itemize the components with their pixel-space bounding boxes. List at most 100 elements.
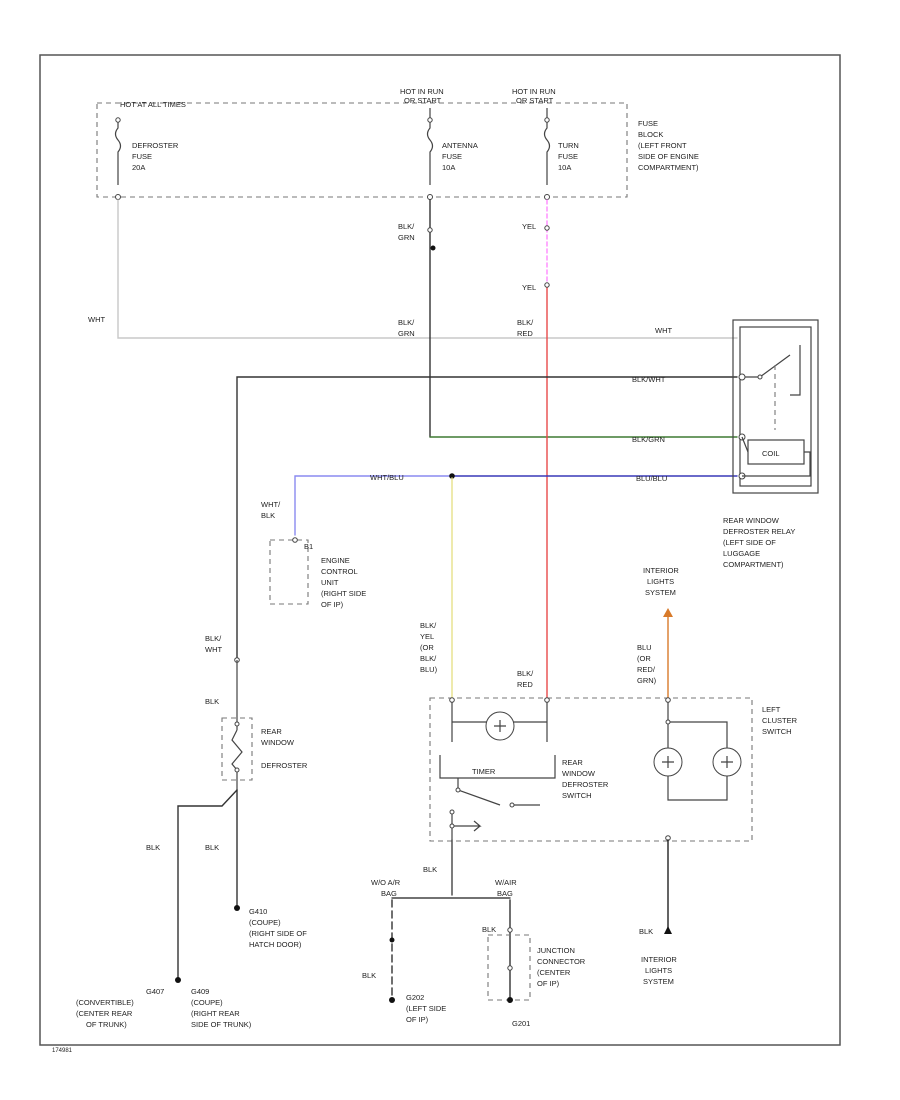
fuse-block-label-1: FUSE (638, 119, 658, 128)
fuse3-label-2: FUSE (558, 152, 578, 161)
g407-label-3: (CENTER REAR (76, 1009, 133, 1018)
sw-wire-label-3: (OR (420, 643, 434, 652)
without-ac-label-2: BAG (381, 889, 397, 898)
wire-label-blk-d: BLK (423, 865, 437, 874)
ils-top-label-2: LIGHTS (647, 577, 674, 586)
jc-label-1: JUNCTION (537, 946, 575, 955)
cluster-switch-outline (429, 697, 753, 842)
with-ac-label-2: BAG (497, 889, 513, 898)
g410-label-2: (COUPE) (249, 918, 281, 927)
ils-wire-label-2: (OR (637, 654, 651, 663)
wire-label-blk-f: BLK (639, 927, 653, 936)
jc-label-3: (CENTER (537, 968, 571, 977)
fuse-header-run-2: HOT IN RUN (512, 87, 556, 96)
with-ac-label-1: W/AIR (495, 878, 517, 887)
g407-label-4: OF TRUNK) (86, 1020, 127, 1029)
diagram-frame (39, 54, 841, 1046)
ils-bot-label-1: INTERIOR (641, 955, 677, 964)
fuse-header-always: HOT AT ALL TIMES (120, 100, 186, 109)
ils-arrow (663, 608, 673, 617)
g202-label-1: G202 (406, 993, 424, 1002)
defog-label-2: WINDOW (261, 738, 295, 747)
wire-label-wht-b: WHT (655, 326, 672, 335)
g201-label: G201 (512, 1019, 530, 1028)
wire-label-whtblk-2: BLK (261, 511, 275, 520)
wire-label-blkgrn-b1: BLK/ (398, 318, 415, 327)
wire-label-whtblu: WHT/BLU (370, 473, 404, 482)
ecu-label-4: (RIGHT SIDE (321, 589, 366, 598)
wire-label-blkred-a1: BLK/ (517, 318, 534, 327)
g409-label-4: SIDE OF TRUNK) (191, 1020, 252, 1029)
ils-bottom-arrow (664, 926, 672, 934)
rwds-label-1: REAR (562, 758, 583, 767)
cluster-label-2: CLUSTER (762, 716, 798, 725)
fuse2-label-2: FUSE (442, 152, 462, 161)
g410-label-3: (RIGHT SIDE OF (249, 929, 307, 938)
without-ac-label-1: W/O A/R (371, 878, 401, 887)
fuse-header-run-1: HOT IN RUN (400, 87, 444, 96)
g410-label-4: HATCH DOOR) (249, 940, 302, 949)
wire-label-blkred-b2: RED (517, 680, 533, 689)
rwds-label-3: DEFROSTER (562, 780, 609, 789)
fuse-block-label-4: SIDE OF ENGINE (638, 152, 699, 161)
cluster-label-1: LEFT (762, 705, 781, 714)
g410-label-1: G410 (249, 907, 267, 916)
g409-label-2: (COUPE) (191, 998, 223, 1007)
jc-label-2: CONNECTOR (537, 957, 586, 966)
wire-light-blue-ecu (294, 475, 453, 536)
rwds-label-2: WINDOW (562, 769, 596, 778)
jc-label-4: OF IP) (537, 979, 560, 988)
g409-label-1: G409 (191, 987, 209, 996)
sw-wire-label-2: YEL (420, 632, 434, 641)
ecu-label-5: OF IP) (321, 600, 344, 609)
defog-label-1: REAR (261, 727, 282, 736)
g409-label-3: (RIGHT REAR (191, 1009, 240, 1018)
sw-wire-label-5: BLU) (420, 665, 438, 674)
ils-top-label-3: SYSTEM (645, 588, 676, 597)
defroster-switch (439, 697, 671, 840)
relay-coil-label: COIL (762, 449, 780, 458)
wire-blk-wht-output (236, 376, 738, 661)
defroster-fuse (114, 117, 122, 200)
wire-label-wht-a: WHT (88, 315, 105, 324)
ils-wire-label-3: RED/ (637, 665, 656, 674)
wire-label-blublu: BLU/BLU (636, 474, 667, 483)
fuse-header-run-2b: OR START (516, 96, 554, 105)
wire-label-yel-a: YEL (522, 222, 536, 231)
wire-label-blkgrn-b2: GRN (398, 329, 415, 338)
ils-bot-label-2: LIGHTS (645, 966, 672, 975)
fuse1-label-2: FUSE (132, 152, 152, 161)
ils-bot-label-3: SYSTEM (643, 977, 674, 986)
wire-label-yel-b: YEL (522, 283, 536, 292)
sw-wire-label-1: BLK/ (420, 621, 437, 630)
wire-label-blkwht-b2: WHT (205, 645, 222, 654)
turn-fuse (543, 108, 551, 200)
fuse2-label-3: 10A (442, 163, 455, 172)
wire-label-blkgrn-a2: GRN (398, 233, 415, 242)
wire-label-blk-b: BLK (146, 843, 160, 852)
wire-switch-ground (391, 839, 511, 899)
wire-label-blkwht-a: BLK/WHT (632, 375, 666, 384)
ils-wire-label-1: BLU (637, 643, 652, 652)
defroster-relay: COIL (732, 319, 819, 494)
defog-label-3: DEFROSTER (261, 761, 308, 770)
timer-label: TIMER (472, 767, 496, 776)
wire-blk-g407 (177, 789, 238, 979)
g407-label-1: G407 (146, 987, 164, 996)
rwds-label-4: SWITCH (562, 791, 592, 800)
ecu-label-3: UNIT (321, 578, 339, 587)
ecu-pin-label: B1 (304, 542, 313, 551)
cluster-lamps (653, 702, 742, 841)
fuse3-label-3: 10A (558, 163, 571, 172)
wire-label-blk-e: BLK (362, 971, 376, 980)
wire-label-blkgrn-c: BLK/GRN (632, 435, 665, 444)
fuse3-label-1: TURN (558, 141, 579, 150)
wire-label-blkwht-b1: BLK/ (205, 634, 222, 643)
wire-label-blk-c: BLK (205, 843, 219, 852)
fuse-block-label-5: COMPARTMENT) (638, 163, 699, 172)
fuse1-label-1: DEFROSTER (132, 141, 179, 150)
ecu-outline (269, 539, 309, 605)
ils-wire-label-4: GRN) (637, 676, 657, 685)
rear-window-defroster (221, 660, 253, 790)
